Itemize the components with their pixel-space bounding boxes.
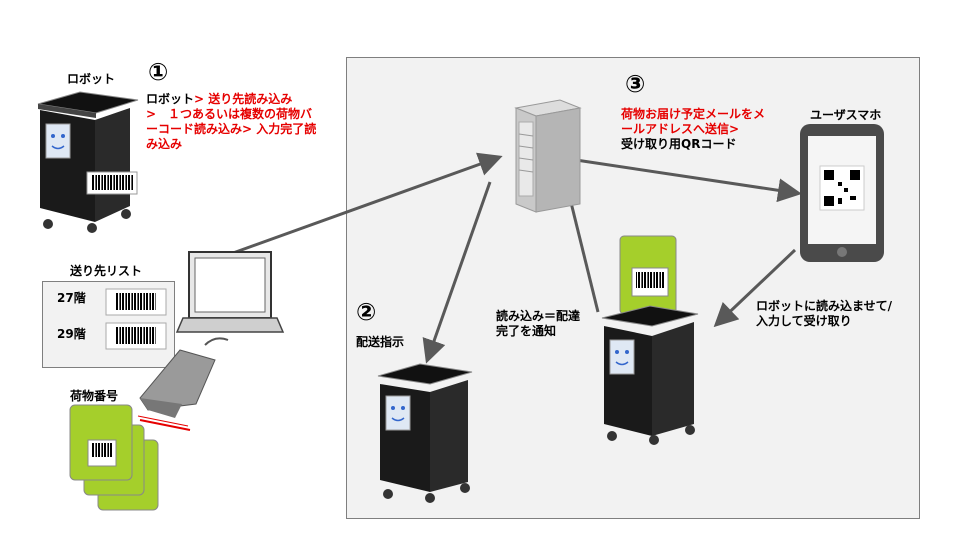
step-1-line-2: > １つあるいは複数の荷物バ — [146, 107, 313, 121]
arrow-phone-to-robot — [713, 248, 797, 328]
destination-list-title: 送り先リスト — [70, 264, 143, 278]
arrow-server-to-phone — [575, 158, 802, 203]
receive-instruction: ロボットに読み込ませて/ 入力して受け取り — [756, 299, 893, 328]
step-3-description: 荷物お届け予定メールをメ ールアドレスへ送信> 受け取り用QRコード — [621, 107, 791, 152]
robot-title: ロボット — [67, 72, 116, 86]
arrow-server-to-robot — [422, 181, 492, 364]
floor-27-label: 27階 — [57, 291, 86, 305]
barcode-scanner-illustration — [137, 337, 229, 431]
parcel-number-title: 荷物番号 — [70, 389, 119, 403]
destination-barcode-27 — [105, 288, 167, 316]
step-3-line-2: ールアドレスへ送信> — [621, 122, 740, 136]
step-1-line-3: ーコード読み込み> 入力完了読 — [146, 122, 317, 136]
step-3-number: ③ — [625, 70, 646, 98]
destination-barcode-29 — [105, 322, 167, 350]
barcode-on-robot-1 — [86, 171, 138, 195]
robot-2-illustration — [377, 363, 473, 503]
delivery-complete-notice: 読み込み＝配達 完了を通知 — [496, 309, 581, 338]
step-1-number: ① — [148, 58, 169, 86]
step-2-number: ② — [356, 298, 377, 326]
step-1-line-4: み込み — [146, 137, 183, 151]
laptop-illustration — [175, 251, 285, 333]
server-illustration — [514, 99, 582, 213]
step-1-line-1: ロボット> 送り先読み込み — [146, 92, 293, 106]
arrow-laptop-to-server — [232, 152, 503, 255]
step-3-line-3: 受け取り用QRコード — [621, 137, 737, 151]
step-3-line-1: 荷物お届け予定メールをメ — [621, 107, 766, 121]
step-1-description: ロボット> 送り先読み込み > １つあるいは複数の荷物バ ーコード読み込み> 入… — [146, 92, 346, 152]
robot-1-illustration — [37, 91, 139, 233]
robot-3-illustration — [601, 235, 699, 445]
step-2-text: 配送指示 — [356, 335, 405, 349]
smartphone-illustration — [800, 124, 884, 262]
parcel-stack-illustration — [69, 404, 159, 511]
floor-29-label: 29階 — [57, 327, 86, 341]
smartphone-title: ユーザスマホ — [810, 108, 882, 122]
